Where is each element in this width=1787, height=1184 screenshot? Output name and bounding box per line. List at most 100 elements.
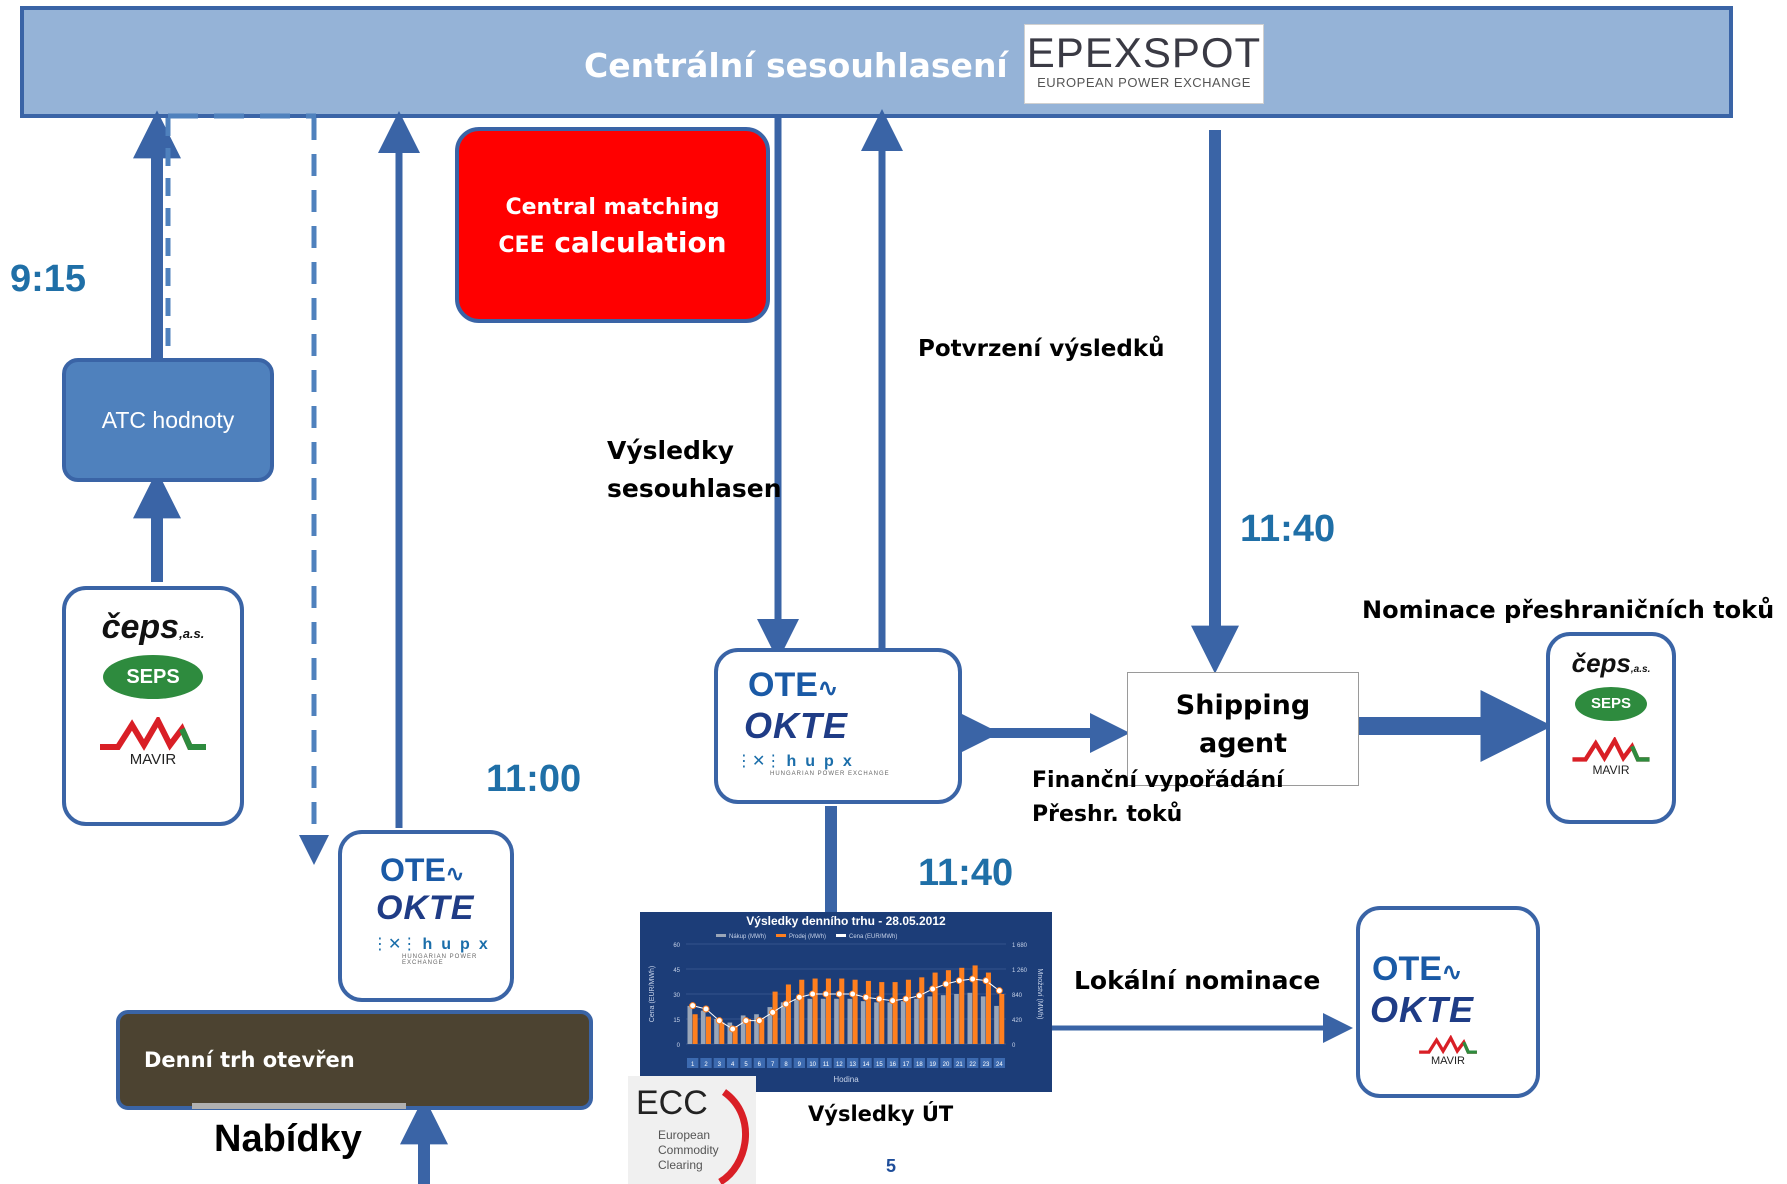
bar-buy (954, 994, 959, 1044)
bar-title: Centrální sesouhlasení (584, 46, 1008, 85)
bar-sell (905, 979, 911, 1044)
x-tick-box (780, 1058, 792, 1068)
results-ut-label: Výsledky ÚT (808, 1102, 954, 1126)
bar-buy (927, 996, 933, 1044)
bar-buy (847, 998, 853, 1044)
bar-sell (825, 978, 831, 1044)
central-matching-line2: CEE calculation (459, 226, 766, 259)
x-tick-label: 21 (956, 1062, 963, 1068)
bar-sell (812, 978, 818, 1044)
point-price (902, 995, 910, 1003)
x-tick-box (700, 1058, 712, 1068)
central-matching-calculation: calculation (554, 226, 727, 259)
point-price (969, 975, 977, 983)
time-1140-shipping: 11:40 (1240, 508, 1336, 550)
day-market-strip (192, 1103, 406, 1109)
point-price (849, 990, 857, 998)
seps-logo-right: SEPS (1575, 687, 1647, 721)
ecc-tagline-3: Clearing (658, 1158, 703, 1172)
point-price (702, 1005, 710, 1013)
mavir-logo-bottom-word: MAVIR (1430, 1055, 1466, 1067)
exchange-logos-box-left: OTE∿ OKTE ⋮✕⋮ hupx HUNGARIAN POWER EXCHA… (338, 830, 514, 1002)
day-market-results-chart: Výsledky denního trhu - 28.05.2012 Nákup… (640, 912, 1052, 1092)
x-tick-label: 11 (823, 1062, 830, 1068)
tso-logos-box-right: čeps,a.s. SEPS MAVIR (1546, 632, 1676, 824)
x-tick-label: 15 (876, 1062, 883, 1068)
x-tick-label: 6 (758, 1062, 762, 1068)
x-tick-box (820, 1058, 832, 1068)
okte-logo-word: OKTE (376, 889, 475, 927)
bar-buy (754, 1014, 759, 1044)
point-price (835, 990, 843, 998)
x-tick-box (953, 1058, 965, 1068)
x-tick-box (887, 1058, 899, 1068)
x-tick-label: 20 (943, 1062, 950, 1068)
x-tick-box (767, 1058, 779, 1068)
time-1140-results: 11:40 (918, 852, 1014, 894)
ceps-logo-word: čeps (101, 608, 180, 646)
x-tick-box (727, 1058, 739, 1068)
bar-buy (820, 998, 826, 1044)
point-price (715, 1017, 723, 1025)
chart-plot: Nákup (MWh)Prodej (MWh)Cena (EUR/MWh)015… (649, 934, 1043, 1084)
point-price (995, 987, 1003, 995)
point-price (929, 985, 937, 993)
x-tick-box (900, 1058, 912, 1068)
bar-buy (714, 1019, 719, 1044)
point-price (942, 980, 950, 988)
bar-buy (994, 1005, 999, 1044)
bar-sell (892, 982, 898, 1044)
local-nomination-label: Lokální nominace (1074, 966, 1321, 995)
ceps-logo-right-word: čeps (1571, 648, 1631, 678)
x-tick-box (860, 1058, 872, 1068)
bar-buy (914, 998, 919, 1044)
shipping-agent-box: Shipping agent (1127, 672, 1359, 786)
ote-logo-word: OTE (380, 852, 446, 888)
x-tick-box (833, 1058, 845, 1068)
series-line-price (692, 978, 1000, 1030)
hupx-logo-center-word: hupx (786, 753, 861, 770)
y-tick-right: 1 260 (1012, 968, 1028, 974)
x-tick-label: 4 (731, 1062, 735, 1068)
x-tick-label: 13 (849, 1062, 856, 1068)
results-label-line1: Výsledky (607, 436, 734, 465)
central-matching-cee: CEE (498, 233, 545, 258)
x-tick-label: 1 (691, 1062, 695, 1068)
hupx-logo-center-tagline: HUNGARIAN POWER EXCHANGE (770, 771, 890, 777)
hupx-logo-center-icon: ⋮✕⋮ (736, 751, 782, 770)
bar-buy (700, 1010, 706, 1044)
x-tick-box (967, 1058, 979, 1068)
page-number: 5 (886, 1156, 897, 1176)
point-price (782, 1000, 790, 1008)
y-tick-left: 45 (673, 968, 680, 974)
ecc-swoosh-icon (718, 1089, 749, 1184)
bar-sell (772, 991, 778, 1044)
x-tick-label: 22 (969, 1062, 976, 1068)
bar-buy (807, 998, 813, 1044)
ecc-tagline-2: Commodity (658, 1143, 719, 1157)
y-tick-left: 15 (673, 1018, 680, 1024)
bar-sell (732, 1026, 738, 1044)
point-price (822, 990, 830, 998)
point-price (742, 1017, 750, 1025)
mavir-logo-right-icon (1572, 737, 1650, 763)
y-tick-right: 420 (1012, 1018, 1023, 1024)
x-tick-label: 10 (809, 1062, 816, 1068)
central-matching-bar: Centrální sesouhlasení (20, 6, 1733, 118)
ecc-logo-tagline: European Commodity Clearing (658, 1128, 719, 1173)
bar-buy (860, 1001, 866, 1044)
hupx-logo-word: hupx (422, 936, 497, 953)
bar-sell (919, 977, 925, 1044)
seps-logo-right-word: SEPS (1590, 695, 1632, 712)
y-tick-left: 60 (673, 943, 680, 949)
ote-logo-right-word: OTE (1372, 950, 1442, 988)
ote-logo-center: OTE∿ (748, 666, 839, 704)
ote-logo-right: OTE∿ (1372, 950, 1463, 988)
mavir-logo-right-word: MAVIR (1592, 763, 1630, 777)
point-price (689, 1002, 697, 1010)
bar-sell (972, 965, 978, 1044)
hupx-logo-center: ⋮✕⋮ hupx HUNGARIAN POWER EXCHANGE (736, 751, 958, 777)
x-tick-box (940, 1058, 952, 1068)
atc-box: ATC hodnoty (62, 358, 274, 482)
